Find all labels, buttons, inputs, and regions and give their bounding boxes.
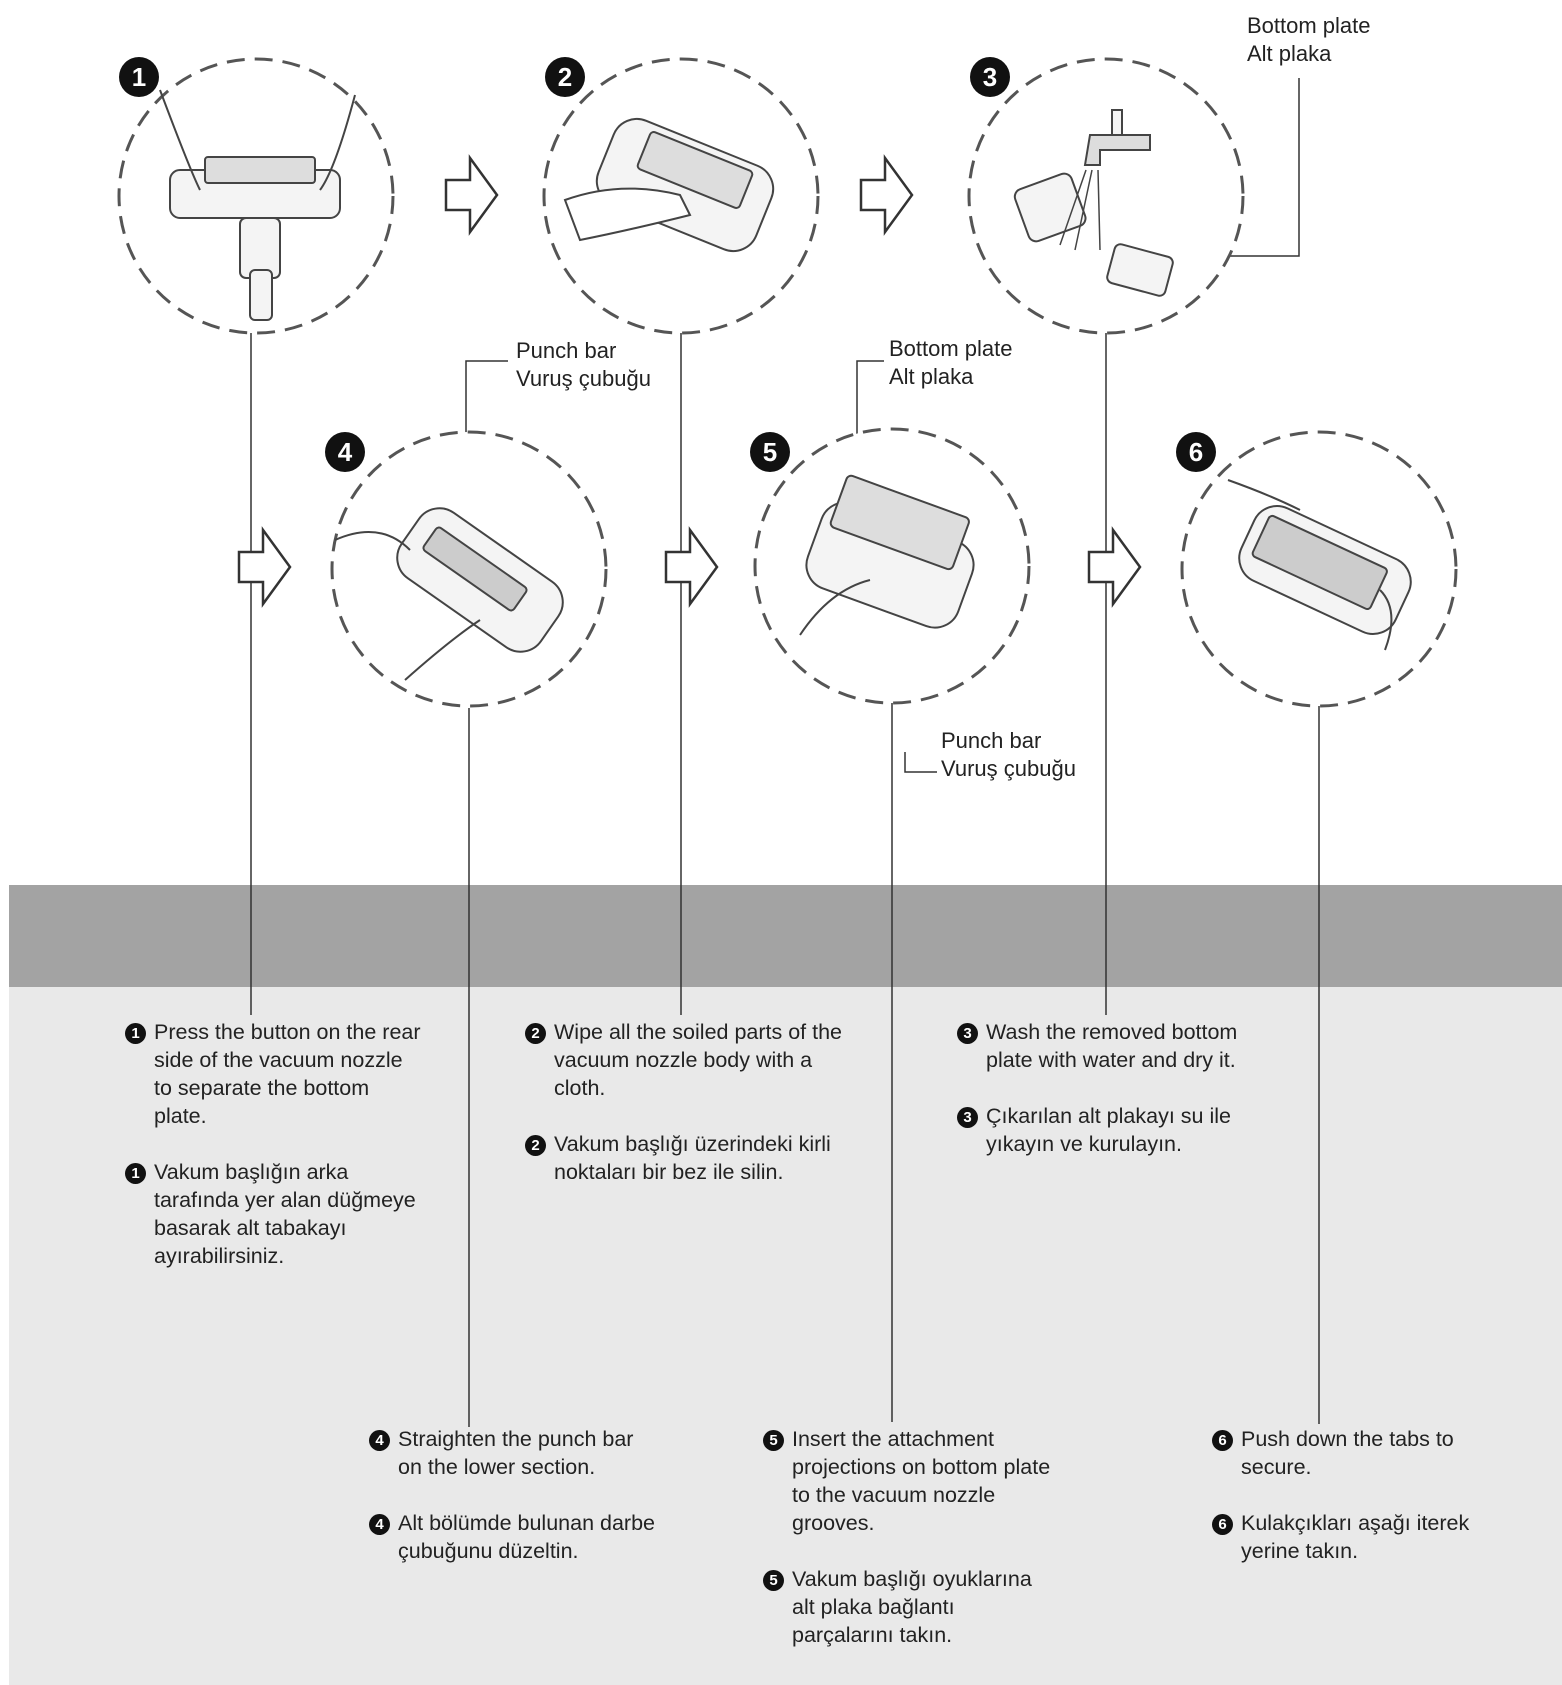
illustration-circle-3 [967, 57, 1245, 335]
nozzle-sketch-2 [563, 117, 775, 253]
callout-label-tr: Vuruş çubuğu [941, 756, 1076, 781]
callout-bottom-plate-mid: Bottom plate Alt plaka [889, 335, 1013, 391]
arrow-1-2 [444, 154, 499, 236]
step-number-badge: 2 [525, 1023, 546, 1044]
arrow-2-3 [859, 154, 914, 236]
callout-label-en: Punch bar [516, 338, 617, 363]
step-badge-6: 6 [1176, 432, 1216, 472]
arrow-1-4 [237, 526, 292, 608]
step-number-badge: 3 [957, 1107, 978, 1128]
step-number-badge: 2 [525, 1135, 546, 1156]
callout-label-tr: Vuruş çubuğu [516, 366, 651, 391]
svg-text:2: 2 [558, 62, 572, 92]
callout-label-tr: Alt plaka [1247, 41, 1332, 66]
step-number-badge: 5 [763, 1430, 784, 1451]
step-badge-3: 3 [970, 57, 1010, 97]
callout-label-en: Bottom plate [1247, 13, 1371, 38]
nozzle-sketch-1 [159, 89, 356, 321]
arrow-2-5 [664, 526, 719, 608]
svg-text:5: 5 [763, 437, 777, 467]
nozzle-sketch-5 [799, 474, 975, 636]
step-number-badge: 6 [1212, 1514, 1233, 1535]
section-band-dark [9, 885, 1562, 987]
step-number-badge: 4 [369, 1514, 390, 1535]
faucet-sketch-3 [1013, 109, 1174, 297]
callout-label-en: Punch bar [941, 728, 1042, 753]
nozzle-sketch-4 [334, 507, 564, 681]
callout-bottom-plate-top: Bottom plate Alt plaka [1247, 12, 1371, 68]
step-badges: 1 2 3 4 5 6 [119, 57, 1216, 472]
step-badge-4: 4 [325, 432, 365, 472]
leader-punch-bar-bottom [904, 752, 937, 773]
callout-label-tr: Alt plaka [889, 364, 974, 389]
callout-label-en: Bottom plate [889, 336, 1013, 361]
arrow-3-6 [1087, 526, 1142, 608]
step-number-badge: 1 [125, 1023, 146, 1044]
svg-text:4: 4 [338, 437, 353, 467]
step-badge-1: 1 [119, 57, 159, 97]
step-badge-2: 2 [545, 57, 585, 97]
step-number-badge: 4 [369, 1430, 390, 1451]
svg-text:6: 6 [1189, 437, 1203, 467]
nozzle-sketch-6 [1227, 479, 1412, 651]
svg-text:3: 3 [983, 62, 997, 92]
callout-punch-bar-top: Punch bar Vuruş çubuğu [516, 337, 651, 393]
step-number-badge: 6 [1212, 1430, 1233, 1451]
instructions-panel [9, 987, 1562, 1685]
svg-text:1: 1 [132, 62, 146, 92]
step-number-badge: 1 [125, 1163, 146, 1184]
step-badge-5: 5 [750, 432, 790, 472]
callout-punch-bar-bottom: Punch bar Vuruş çubuğu [941, 727, 1076, 783]
step-number-badge: 5 [763, 1570, 784, 1591]
step-number-badge: 3 [957, 1023, 978, 1044]
